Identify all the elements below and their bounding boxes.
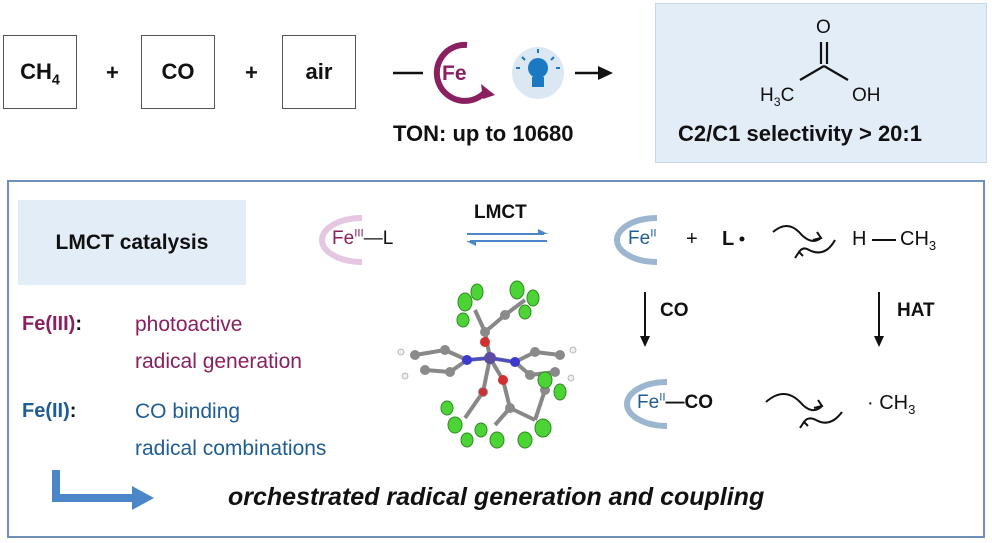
bottom-conclusion: orchestrated radical generation and coup… — [228, 483, 765, 511]
oh-label: OH — [852, 85, 881, 106]
catalysis-arrow — [393, 41, 613, 104]
lightbulb-icon — [512, 47, 564, 99]
ton-text: TON: up to 10680 — [393, 121, 574, 146]
bent-arrow-icon — [52, 470, 154, 510]
equilibrium-arrows — [466, 229, 548, 246]
reactant-ch4: CH4 — [3, 35, 77, 109]
selectivity-text: C2/C1 selectivity > 20:1 — [678, 121, 922, 146]
ch4-text: CH4 — [20, 59, 60, 89]
h3c-label: H3C — [760, 85, 795, 109]
hat-fishhook-arrows — [772, 225, 836, 259]
hat-down-arrow — [874, 292, 884, 347]
ch3-methyl: CH3 — [900, 228, 937, 253]
fe2-complex: FeII — [628, 227, 657, 249]
catalyst-fe-label: Fe — [442, 62, 467, 85]
fe2-ligand-arc — [614, 215, 658, 265]
hat-step-label: HAT — [897, 300, 935, 321]
fe2-co-complex: FeII—CO — [637, 391, 714, 413]
plus-sign: + — [106, 60, 119, 85]
co-text: CO — [161, 59, 195, 84]
oxygen-label: O — [816, 17, 831, 38]
acetic-acid-structure — [799, 42, 849, 81]
h-ch3-molecule: H — [852, 228, 867, 250]
co-down-arrow — [640, 292, 650, 347]
radical-dot — [739, 236, 745, 242]
reactant-co: CO — [141, 35, 215, 109]
plus-sign: + — [245, 60, 258, 85]
lmct-catalysis-box: LMCT catalysis — [18, 200, 246, 285]
fe2-desc-1: CO binding — [135, 400, 241, 423]
crystal-structure-image — [397, 280, 577, 449]
lmct-arrow-label: LMCT — [474, 202, 527, 223]
co-step-label: CO — [660, 300, 689, 321]
l-radical: L — [722, 228, 735, 250]
fe3-desc-1: photoactive — [135, 313, 243, 336]
plus-sign: + — [686, 228, 698, 250]
fe3-ligand-arc — [319, 215, 363, 265]
methyl-radical: · CH3 — [867, 392, 916, 417]
coupling-fishhook-arrows — [765, 393, 843, 429]
fe3-tag: Fe(III): — [22, 313, 83, 335]
product-panel — [655, 3, 987, 163]
reactant-air: air — [282, 35, 356, 109]
fe2-co-ligand-arc — [624, 379, 668, 429]
fe2-desc-2: radical combinations — [135, 437, 327, 460]
fe2-tag: Fe(II): — [22, 400, 77, 422]
fe-cycle-icon — [433, 41, 495, 104]
fe3-desc-2: radical generation — [135, 350, 302, 373]
fe3-l-complex: FeIII—L — [332, 227, 394, 249]
lmct-catalysis-title: LMCT catalysis — [55, 230, 209, 254]
air-text: air — [305, 59, 333, 84]
h-ch3-bond — [872, 239, 896, 241]
